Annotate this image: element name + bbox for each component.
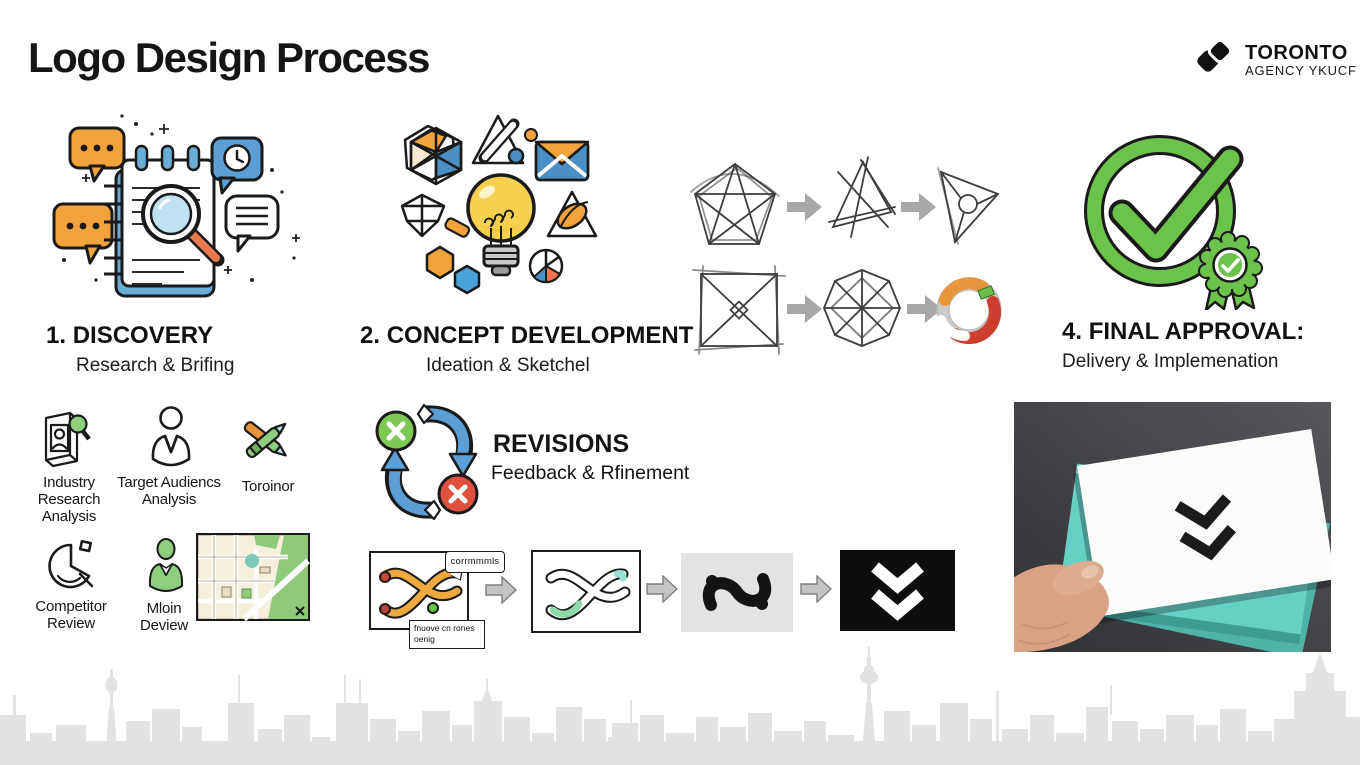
triangle-circle-sketch xyxy=(937,167,1000,245)
grid-label-competitor-review: Competitor Review xyxy=(35,598,107,633)
chat-bubble-icon xyxy=(68,126,126,183)
arrow-right-icon xyxy=(800,574,833,608)
magnifier-icon xyxy=(141,184,225,267)
step-number: 4. xyxy=(1062,318,1083,345)
cycle-arrow-icon xyxy=(380,446,442,521)
brand-mockup-photo xyxy=(1010,402,1335,659)
pie-icon xyxy=(528,248,564,284)
lightbulb-icon xyxy=(466,173,536,277)
square-sketch xyxy=(692,265,786,355)
approval-illustration xyxy=(1078,115,1278,315)
city-skyline-silhouette xyxy=(0,645,1360,765)
octagon-sketch xyxy=(823,269,901,347)
agency-tagline: AGENCY YKUCF xyxy=(1245,63,1357,79)
gem-icon xyxy=(400,193,446,238)
step-discovery-text: 1. DISCOVERY Research & Brifing xyxy=(46,322,234,377)
step-title: CONCEPT DEVELOPMENT xyxy=(386,322,694,349)
revisions-title: REVISIONS xyxy=(493,430,630,458)
approve-x-icon xyxy=(375,410,417,452)
arrow-right-icon xyxy=(787,295,822,323)
concept-illustration xyxy=(388,108,613,318)
industry-research-icon xyxy=(38,406,92,477)
discovery-illustration xyxy=(52,108,307,313)
grid-label-toroinor: Toroinor xyxy=(241,478,295,495)
dot-icon xyxy=(524,128,538,142)
agency-name: TORONTO xyxy=(1245,42,1348,65)
agency-logo: TORONTO AGENCY YKUCF xyxy=(1192,36,1357,85)
hand xyxy=(1010,560,1109,653)
person-icon xyxy=(147,538,185,599)
agency-mark-icon xyxy=(1192,36,1236,85)
crossed-pens-icon xyxy=(237,412,295,473)
step-subtitle: Ideation & Sketchel xyxy=(426,355,590,376)
arrow-right-icon xyxy=(901,193,936,221)
evolution-step-4-final xyxy=(840,550,955,631)
pencil-triangle-icon xyxy=(471,114,525,165)
triangle-sketch xyxy=(828,156,896,238)
grid-label-industry-research: Industry Research Analysis xyxy=(37,474,101,526)
cycle-arrow-icon xyxy=(416,403,478,478)
hexagon-icon xyxy=(453,264,481,295)
step-title: FINAL APPROVAL: xyxy=(1088,318,1305,345)
arrow-right-icon xyxy=(485,575,518,609)
check-circle-icon xyxy=(1084,135,1244,287)
cube-icon xyxy=(403,124,463,186)
step-concept-text: 2. CONCEPT DEVELOPMENT Ideation & Sketch… xyxy=(360,322,693,377)
step-number: 2. xyxy=(360,322,381,349)
evolution-note-box: fnuove cn rones oenig xyxy=(409,620,485,649)
chat-bubble-icon xyxy=(52,202,114,265)
page-title: Logo Design Process xyxy=(28,34,430,81)
pentagon-sketch xyxy=(690,162,780,245)
revisions-cycle-icon xyxy=(372,400,486,529)
revisions-subtitle: Feedback & Rfinement xyxy=(491,462,690,484)
competitor-pie-icon xyxy=(44,536,98,601)
text-bubble-icon xyxy=(224,194,280,253)
step-subtitle: Delivery & Implemenation xyxy=(1062,351,1279,372)
leaf-triangle-icon xyxy=(546,190,598,238)
reject-x-icon xyxy=(437,473,479,515)
city-map-thumbnail xyxy=(195,532,311,626)
evolution-speech-bubble: corrmmmls xyxy=(445,551,505,573)
grid-label-mloin-deview: Mloin Deview xyxy=(140,600,188,635)
swirl-sketch xyxy=(936,277,1002,345)
step-final-text: 4. FINAL APPROVAL: Delivery & Implemenat… xyxy=(1062,318,1304,373)
clock-bubble-icon xyxy=(210,136,264,195)
sketch-progression xyxy=(683,152,1008,375)
grid-label-target-audience: Target Audiencs Analysis xyxy=(117,474,221,509)
arrow-right-icon xyxy=(787,193,822,221)
target-audience-icon xyxy=(146,405,196,474)
envelope-icon xyxy=(534,140,590,182)
hexagon-icon xyxy=(425,245,455,280)
evolution-step-3-mark xyxy=(681,553,793,632)
step-subtitle: Research & Brifing xyxy=(76,355,235,376)
step-number: 1. xyxy=(46,322,67,349)
award-ribbon-icon xyxy=(1198,231,1263,312)
roller-icon xyxy=(444,217,471,238)
white-card xyxy=(1073,428,1335,624)
arrow-right-icon xyxy=(646,574,679,608)
arrow-right-icon xyxy=(907,295,942,323)
evolution-step-2-refined xyxy=(531,550,641,633)
step-title: DISCOVERY xyxy=(72,322,214,349)
